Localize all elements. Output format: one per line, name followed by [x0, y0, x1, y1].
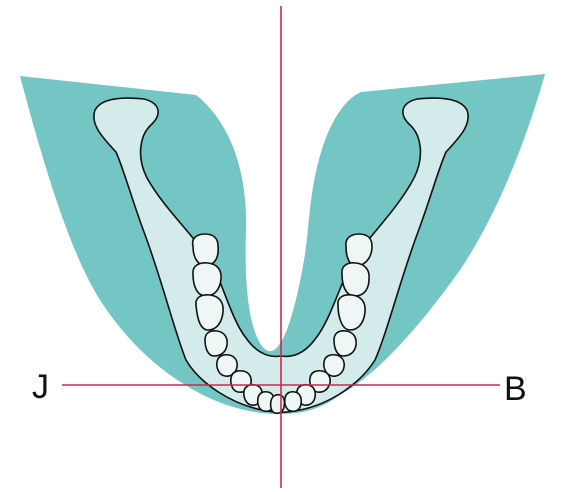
tooth — [271, 395, 285, 414]
tooth — [196, 295, 223, 330]
tooth — [193, 234, 219, 266]
tooth — [193, 263, 221, 296]
tooth — [338, 295, 365, 330]
tooth — [334, 331, 356, 356]
tooth — [205, 331, 227, 356]
tooth — [285, 392, 302, 411]
label-right: B — [504, 370, 527, 408]
label-left: J — [32, 368, 49, 406]
tooth — [342, 263, 369, 296]
